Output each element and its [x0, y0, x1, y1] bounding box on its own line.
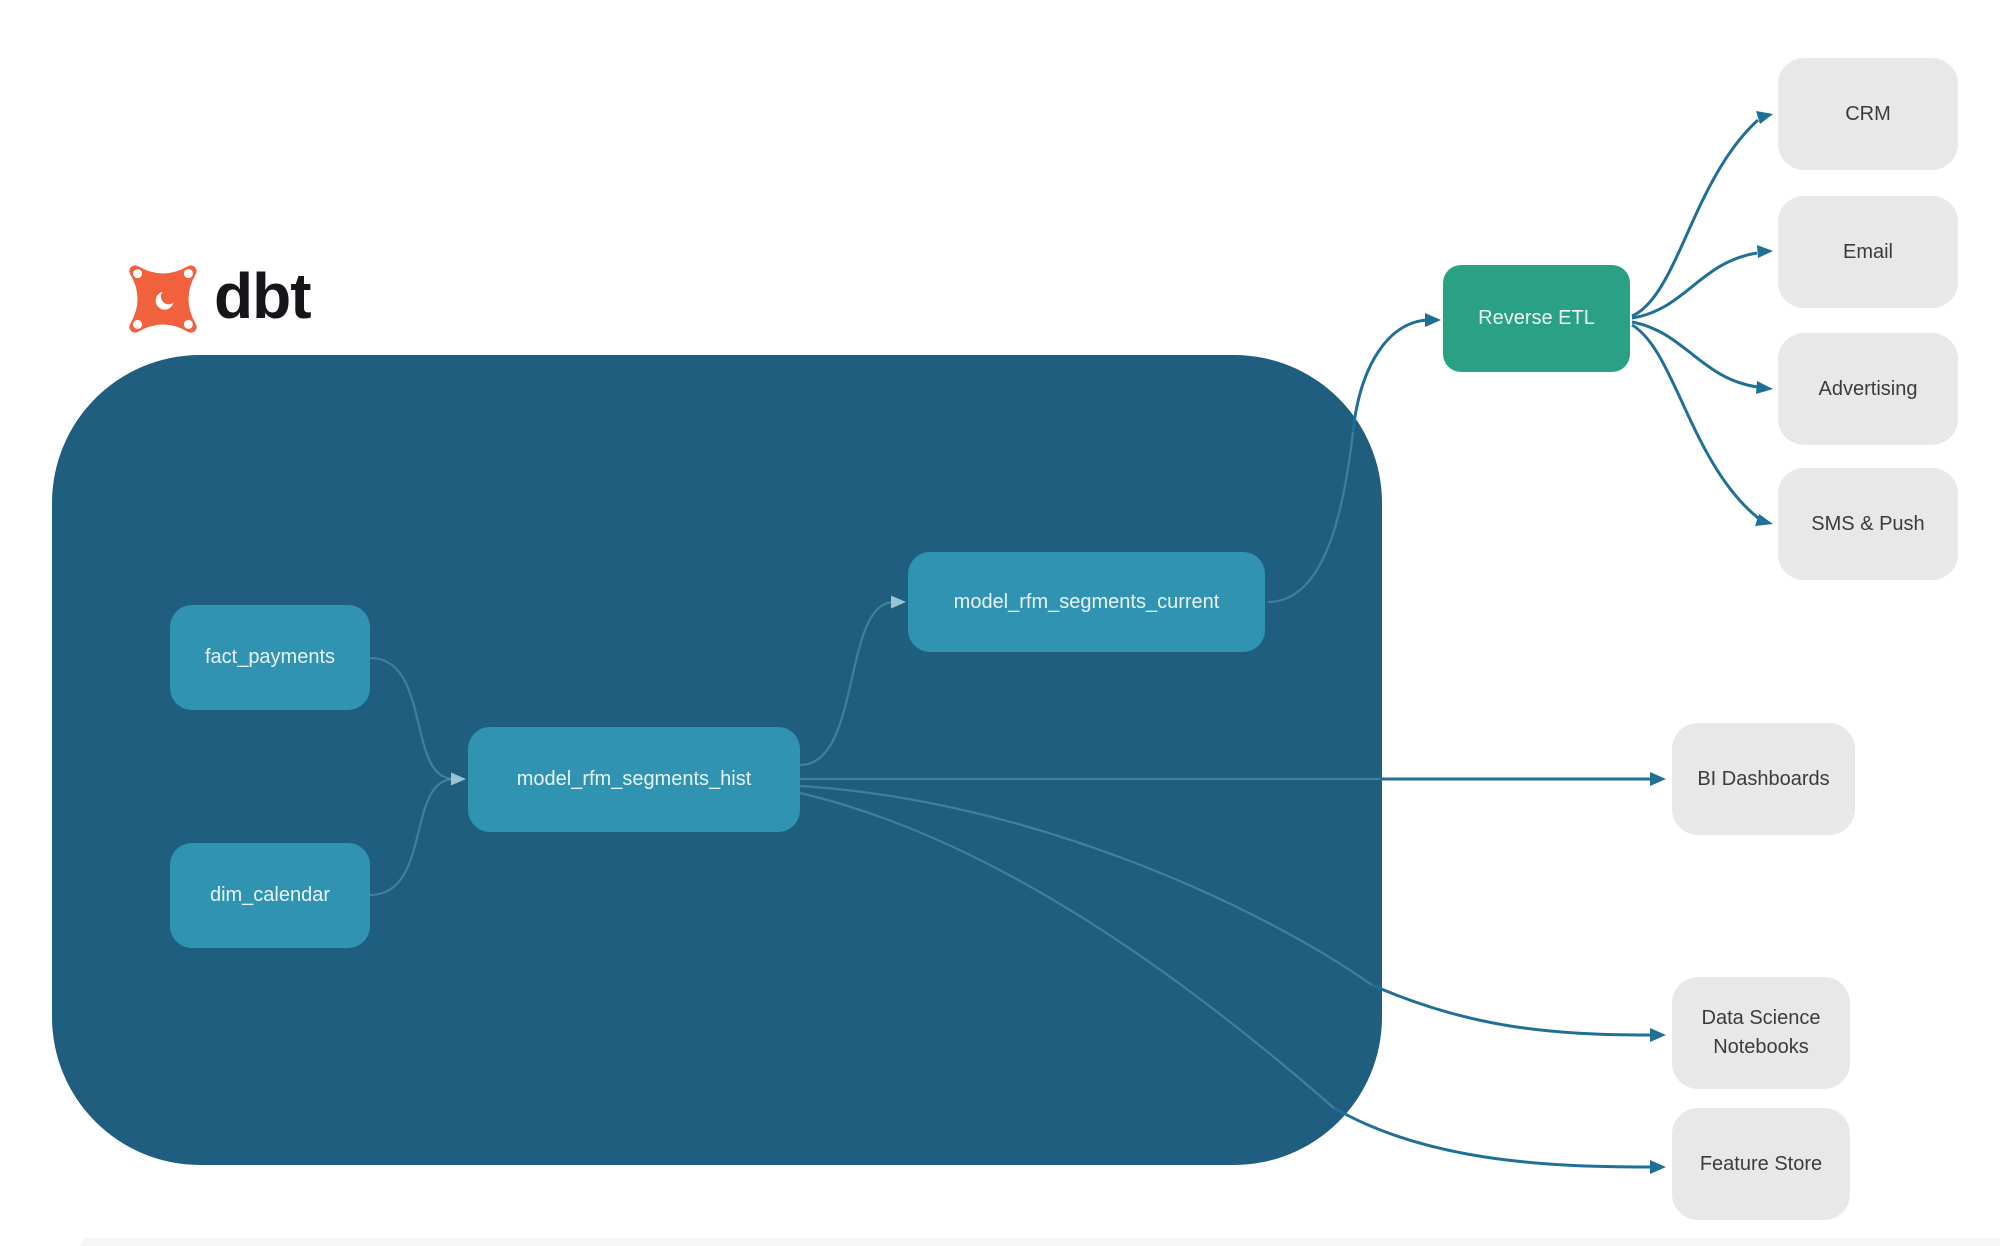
node-label: Email — [1842, 240, 1893, 263]
node-label: fact_payments — [204, 646, 336, 668]
arrowhead-into-email — [1757, 245, 1773, 258]
node-fact-payments: fact_payments — [170, 605, 370, 710]
edge-reverse-etl-to-advertising — [1631, 320, 1758, 389]
node-label: model_rfm_segments_current — [953, 590, 1220, 613]
node-label: dim_calendar — [209, 884, 331, 906]
edge-reverse-etl-to-email — [1631, 251, 1758, 320]
dbt-logo-text: dbt — [214, 260, 311, 332]
edge-reverse-etl-to-sms-push — [1631, 323, 1759, 520]
arrowhead-into-advertising — [1756, 381, 1773, 394]
node-crm: CRM — [1778, 58, 1958, 170]
arrowhead-into-crm — [1756, 111, 1773, 124]
arrowhead-into-reverse-etl — [1425, 313, 1441, 327]
bottom-edge-artifact — [80, 1238, 2000, 1246]
edge-hist-to-feature-store — [1333, 1106, 1651, 1169]
dbt-logo-icon — [129, 265, 197, 333]
arrowhead-into-bi-dashboards — [1650, 772, 1666, 786]
node-reverse-etl: Reverse ETL — [1443, 265, 1630, 372]
node-email: Email — [1778, 196, 1958, 308]
node-dim-calendar: dim_calendar — [170, 843, 370, 948]
node-label: Feature Store — [1699, 1152, 1823, 1175]
node-label: Data Science Notebooks — [1701, 1007, 1821, 1058]
edge-reverse-etl-to-crm — [1631, 118, 1760, 318]
node-label: SMS & Push — [1811, 512, 1925, 535]
node-label: CRM — [1845, 102, 1891, 125]
node-label: Advertising — [1818, 377, 1918, 400]
node-label: model_rfm_segments_hist — [516, 768, 752, 790]
node-advertising: Advertising — [1778, 333, 1958, 445]
arrowhead-into-sms-push — [1755, 514, 1773, 526]
dbt-logo: dbt — [122, 258, 311, 340]
arrowhead-into-data-science-notebooks — [1650, 1028, 1666, 1042]
node-bi-dashboards: BI Dashboards — [1672, 723, 1855, 835]
arrowhead-into-feature-store — [1650, 1160, 1666, 1174]
node-label: BI Dashboards — [1697, 767, 1830, 790]
node-sms-push: SMS & Push — [1778, 468, 1958, 580]
node-feature-store: Feature Store — [1672, 1108, 1850, 1220]
edge-current-to-reverse-etl — [1351, 318, 1429, 433]
edge-hist-to-data-science-notebooks — [1371, 983, 1651, 1037]
node-data-science-notebooks: Data Science Notebooks — [1672, 977, 1850, 1089]
node-model-rfm-segments-current: model_rfm_segments_current — [908, 552, 1265, 652]
node-label: Reverse ETL — [1478, 307, 1595, 329]
node-model-rfm-segments-hist: model_rfm_segments_hist — [468, 727, 800, 832]
